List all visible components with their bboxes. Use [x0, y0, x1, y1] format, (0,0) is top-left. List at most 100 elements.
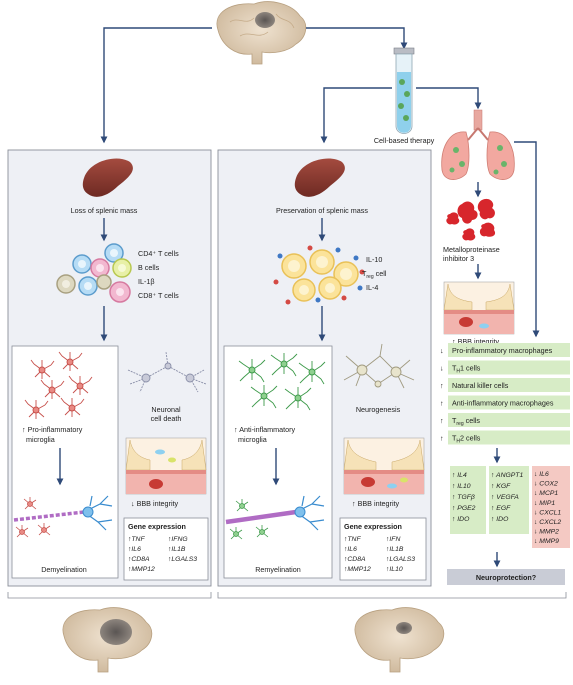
effect-arrow: ↑ — [440, 434, 444, 443]
il10-label: IL-10 — [366, 255, 382, 264]
bbb-down-label: ↓ BBB integrity — [131, 499, 179, 508]
cd8-label: CD8⁺ T cells — [138, 291, 179, 300]
gene-item: ↑IFN — [386, 536, 400, 543]
treg-label: Treg cell — [362, 269, 387, 280]
spleen-icon-mid — [294, 158, 345, 197]
gene-item: ↑CD8A — [128, 556, 150, 563]
gene-item: ↓ CXCL1 — [534, 509, 561, 516]
gene-item: ↓ IL6 — [534, 471, 549, 478]
test-tube-icon — [393, 47, 415, 134]
effect-label: Anti-inflammatory macrophages — [452, 399, 554, 408]
treg-cells-icon — [273, 245, 365, 305]
bbb-up-mid-label: ↑ BBB integrity — [352, 499, 400, 508]
lesion-small-icon — [396, 622, 412, 634]
gene-item: ↑LGALS3 — [168, 556, 197, 563]
effect-row — [448, 360, 570, 375]
mmp-label-2: inhibitor 3 — [443, 254, 474, 263]
pro-microglia-icon — [24, 351, 93, 419]
bbb-icon-left — [125, 437, 207, 495]
effect-label: TH2 cells — [452, 434, 481, 445]
gene-item: ↑IL6 — [128, 546, 141, 553]
effect-row — [448, 343, 570, 357]
gene-item: ↑ KGF — [491, 483, 511, 490]
immune-cells-left — [56, 243, 132, 303]
lungs-icon — [441, 109, 515, 180]
effect-arrow: ↓ — [440, 364, 444, 373]
effect-label: Treg cells — [452, 416, 480, 427]
left-bracket — [7, 592, 212, 599]
gene-item: ↓ CXCL2 — [534, 519, 561, 526]
effect-arrow: ↑ — [440, 381, 444, 390]
loss-splenic-label: Loss of splenic mass — [71, 206, 138, 215]
effect-label: Natural killer cells — [452, 381, 509, 390]
gene-expression-title-mid: Gene expression — [344, 522, 402, 531]
gene-item: ↑ IL10 — [452, 483, 471, 490]
gene-expression-title-left: Gene expression — [128, 522, 186, 531]
down-genes-list: ↓ IL6 ↓ COX2 ↓ MCP1 ↓ MIP1 ↓ CXCL1 ↓ CXCL2 ↓ M… — [534, 471, 561, 545]
right-bracket — [217, 592, 567, 599]
bcells-label: B cells — [138, 263, 160, 272]
neurogenesis-icon — [343, 343, 415, 389]
il4-label: IL-4 — [366, 283, 378, 292]
gene-list-left: ↑TNF↑IL6↑CD8A↑MMP12↑IFNG↑IL1B↑LGALS3 — [128, 536, 197, 573]
down-genes-box — [532, 466, 570, 548]
metalloproteinase-inhibitor-icon — [446, 198, 496, 241]
gene-item: ↑TNF — [128, 536, 145, 543]
gene-item: ↑MMP12 — [344, 566, 371, 573]
gene-item: ↑IL1B — [386, 546, 404, 553]
bottom-brain-right — [354, 607, 445, 673]
bottom-brain-left — [62, 607, 153, 673]
lesion-large-icon — [100, 619, 132, 645]
neuronal-death-label-2: cell death — [151, 414, 182, 423]
gene-item: ↑ IL4 — [452, 472, 467, 479]
remyelination-neuron-icon — [225, 495, 325, 540]
gene-item: ↑ IDO — [452, 516, 470, 523]
mmp-label-1: Metalloproteinase — [443, 245, 500, 254]
neuronal-death-icon — [127, 351, 207, 393]
gene-box-mid — [339, 517, 427, 581]
demyelination-neuron-icon — [13, 495, 113, 538]
gene-item: ↑LGALS3 — [386, 556, 415, 563]
neuronal-death-label-1: Neuronal — [151, 405, 181, 414]
neuroprotection-label: Neuroprotection? — [476, 573, 536, 582]
effect-label: TH1 cells — [452, 364, 481, 375]
gene-item: ↑ PGE2 — [452, 505, 476, 512]
gene-item: ↑ TGFβ — [452, 494, 475, 501]
spleen-icon-left — [82, 158, 133, 197]
gene-item: ↓ MMP2 — [534, 529, 559, 536]
cd4-label: CD4⁺ T cells — [138, 249, 179, 258]
effect-row — [448, 395, 570, 410]
effect-arrow: ↑ — [440, 399, 444, 408]
gene-item: ↑IFNG — [168, 536, 188, 543]
gene-item: ↑MMP12 — [128, 566, 155, 573]
gene-item: ↑ EGF — [491, 505, 511, 512]
preserve-splenic-label: Preservation of splenic mass — [276, 206, 368, 215]
anti-microglia-icon — [238, 353, 326, 411]
pro-microglia-label-1: ↑ Pro-inflammatory — [22, 425, 83, 434]
gene-item: ↑ VEGFA — [491, 494, 519, 501]
bbb-up-right-label: ↑ BBB integrity — [452, 337, 500, 346]
gene-item: ↑CD8A — [344, 556, 366, 563]
neuroprotection-box — [447, 569, 565, 585]
demyelination-label: Demyelination — [41, 565, 87, 574]
pro-microglia-label-2: microglia — [26, 435, 55, 444]
immune-effects-list: ↓Pro-inflammatory macrophages↓TH1 cells↑… — [440, 343, 570, 445]
effect-row — [448, 413, 570, 427]
il1b-label: IL-1β — [138, 277, 155, 286]
top-arrows — [100, 27, 482, 144]
effect-arrow: ↑ — [440, 416, 444, 425]
remyelination-label: Remyelination — [255, 565, 301, 574]
gene-item: ↓ MIP1 — [534, 500, 555, 507]
gene-item: ↓ MCP1 — [534, 490, 558, 497]
anti-microglia-label-1: ↑ Anti-inflammatory — [234, 425, 296, 434]
gene-item: ↑TNF — [344, 536, 361, 543]
gene-list-mid: ↑TNF↑IL6↑CD8A↑MMP12↑IFN↑IL1B↑LGALS3↑IL10 — [344, 536, 415, 573]
effect-arrow: ↓ — [440, 346, 444, 355]
up-genes-box-1 — [450, 466, 486, 534]
gene-box-left — [123, 517, 209, 581]
mid-microglia-box — [223, 345, 333, 579]
up-genes-list-1: ↑ IL4 ↑ IL10 ↑ TGFβ ↑ PGE2 ↑ IDO — [452, 472, 476, 523]
bbb-icon-mid — [343, 437, 425, 495]
gene-item: ↓ COX2 — [534, 481, 558, 488]
